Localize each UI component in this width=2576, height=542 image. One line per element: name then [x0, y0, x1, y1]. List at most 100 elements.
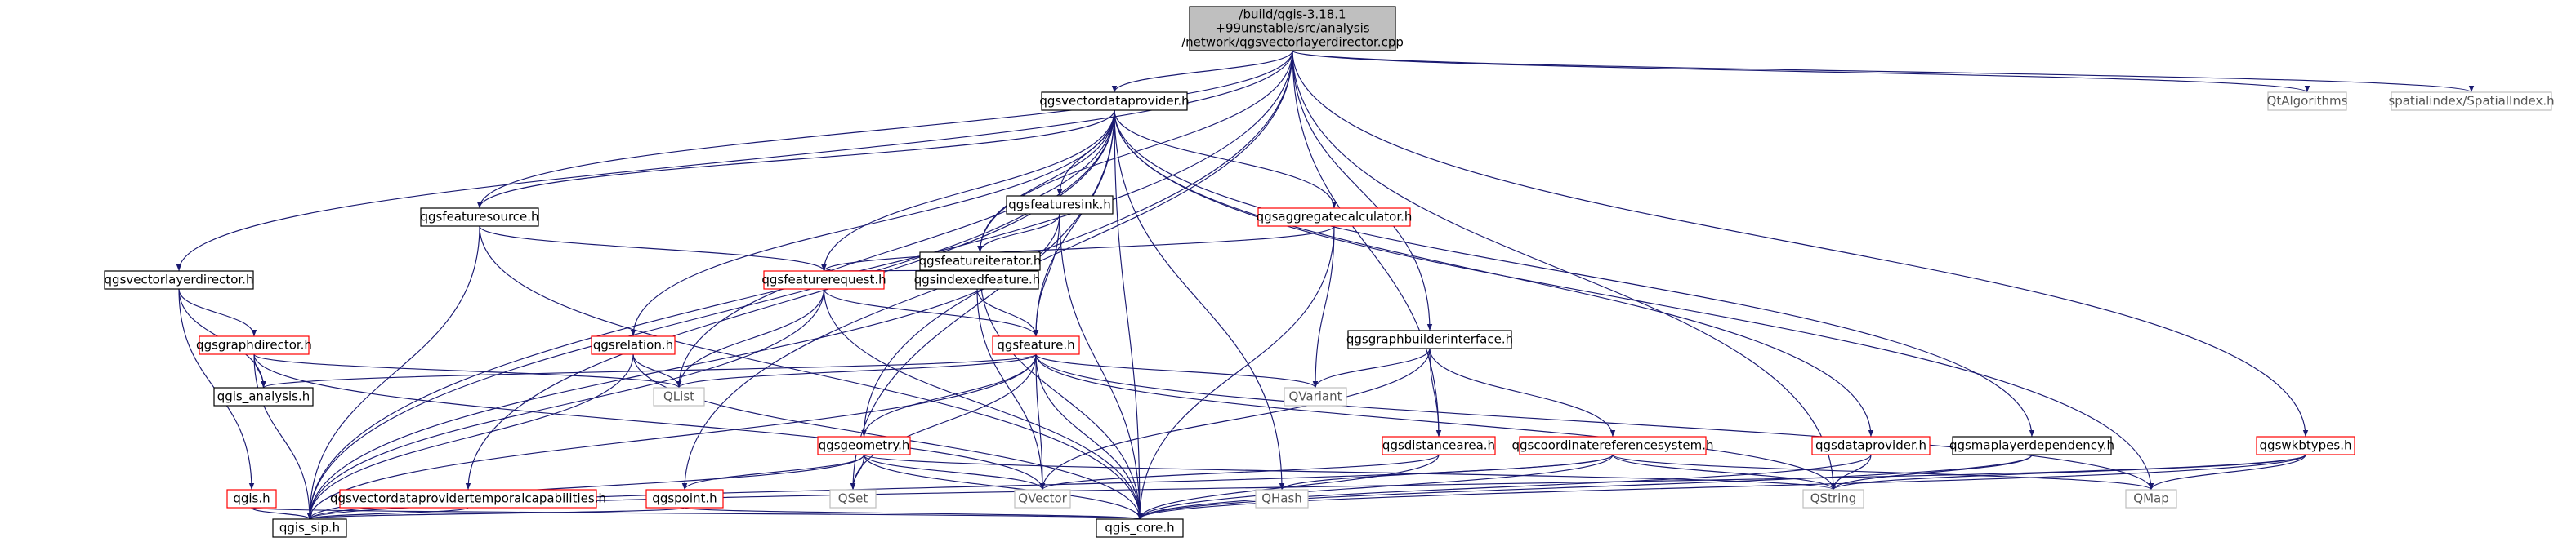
node-qgsdistancearea[interactable]: qgsdistancearea.h: [1382, 436, 1496, 455]
node-qgis_analysis[interactable]: qgis_analysis.h: [213, 387, 314, 406]
edge-qgsfeaturerequest-to-qgis_core: [823, 288, 1143, 520]
node-qgsfeatureiterator[interactable]: qgsfeatureiterator.h: [919, 251, 1042, 271]
edge-qgsfeature-to-qlist: [676, 353, 1037, 389]
node-qgsfeature[interactable]: qgsfeature.h: [992, 335, 1080, 355]
node-label: qgsfeaturesource.h: [420, 210, 538, 224]
node-label: qgsfeaturesink.h: [1008, 198, 1110, 212]
node-box: [2256, 436, 2355, 455]
node-box: [1811, 436, 1931, 455]
node-qgsgraphbuilderinterface[interactable]: qgsgraphbuilderinterface.h: [1346, 330, 1513, 349]
node-qgis_core[interactable]: qgis_core.h: [1096, 518, 1184, 538]
node-box: [829, 489, 877, 509]
node-qgsdataprovider[interactable]: qgsdataprovider.h: [1811, 436, 1931, 455]
node-qgsvectorlayerdirector[interactable]: qgsvectorlayerdirector.h: [104, 270, 254, 290]
edge-qgsfeature-to-qset: [850, 353, 1037, 491]
node-label: QVariant: [1288, 389, 1342, 404]
node-label: qgsdistancearea.h: [1382, 438, 1495, 453]
node-qgsmaplayerdependency[interactable]: qgsmaplayerdependency.h: [1949, 436, 2114, 455]
node-label: QList: [663, 389, 694, 404]
node-qgsvdptemporal[interactable]: qgsvectordataprovidertemporalcapabilitie…: [330, 489, 606, 509]
node-qgis_h[interactable]: qgis.h: [226, 489, 277, 509]
edge-qgsgraphdirector-to-qgis_sip: [253, 353, 313, 520]
node-box: [339, 489, 597, 509]
edge-qgsvectordataprovider-to-qgsrelation: [630, 109, 1115, 337]
node-qgsaggregatecalculator[interactable]: qgsaggregatecalculator.h: [1257, 207, 1413, 227]
node-box: [1519, 436, 1707, 455]
edge-qgsvectordataprovider-to-qgsfeature: [1033, 109, 1115, 337]
edge-root-to-qgsvectorlayerdirector: [176, 50, 1293, 272]
node-qgswkbtypes[interactable]: qgswkbtypes.h: [2256, 436, 2355, 455]
node-qstring[interactable]: QString: [1802, 489, 1864, 509]
edge-qgsvectordataprovider-to-qmap: [1114, 109, 2154, 491]
node-label: qgis.h: [233, 491, 270, 506]
edge-qgsaggregatecalculator-to-qgis_core: [1136, 225, 1335, 520]
node-qgscrs[interactable]: qgscoordinatereferencesystem.h: [1512, 436, 1714, 455]
node-qvector[interactable]: QVector: [1014, 489, 1071, 509]
edge-qgswkbtypes-to-qmap: [2148, 454, 2306, 491]
edge-qgsvectordataprovider-to-qgsaggregatecalculator: [1114, 109, 1337, 209]
edge-qgsfeaturesink-to-qgsfeatureiterator: [977, 213, 1060, 253]
node-box: [1189, 6, 1396, 51]
node-qset[interactable]: QSet: [829, 489, 877, 509]
node-qgis_sip[interactable]: qgis_sip.h: [272, 518, 347, 538]
node-qvariant[interactable]: QVariant: [1284, 387, 1347, 406]
node-qgsrelation[interactable]: qgsrelation.h: [591, 335, 676, 355]
node-box: [1284, 387, 1347, 406]
node-qgsfeaturesource[interactable]: qgsfeaturesource.h: [420, 207, 539, 227]
node-qmap[interactable]: QMap: [2125, 489, 2177, 509]
node-qhash[interactable]: QHash: [1255, 489, 1309, 509]
node-label: qgsgraphbuilderinterface.h: [1346, 332, 1513, 347]
edge-qgsgraphbuilderinterface-to-qvector: [1039, 348, 1431, 491]
edge-qgsgeometry-to-qgis_core: [863, 454, 1143, 520]
node-label: qgis_sip.h: [279, 521, 340, 536]
node-label: QHash: [1261, 491, 1302, 506]
node-box: [763, 270, 885, 290]
node-label: qgsrelation.h: [593, 338, 673, 353]
edge-qgis_h-to-qgis_core: [251, 507, 1141, 520]
node-box: [1041, 91, 1188, 111]
edge-qgswkbtypes-to-qstring: [1830, 454, 2306, 491]
node-qtalgorithms[interactable]: QtAlgorithms: [2267, 91, 2348, 111]
node-qgsgraphdirector[interactable]: qgsgraphdirector.h: [196, 335, 312, 355]
edge-qgsgraphdirector-to-qvector: [253, 353, 1046, 491]
node-box: [915, 270, 1039, 290]
edge-qgsvectorlayerdirector-to-qgsgraphdirector: [178, 288, 257, 337]
node-label: /network/qgsvectorlayerdirector.cpp: [1181, 35, 1404, 50]
edge-root-to-qgsdistancearea: [1292, 50, 1442, 438]
node-qgsgeometry[interactable]: qgsgeometry.h: [817, 436, 911, 455]
node-box: [645, 489, 724, 509]
node-label: qgswkbtypes.h: [2260, 438, 2352, 453]
node-box: [1802, 489, 1864, 509]
edge-qgsindexedfeature-to-qgsfeature: [976, 288, 1039, 337]
node-label: QSet: [838, 491, 868, 506]
node-label: qgsdataprovider.h: [1815, 438, 1926, 453]
node-box: [1006, 195, 1114, 215]
edge-qgsgraphbuilderinterface-to-qvariant: [1312, 348, 1431, 389]
node-qgspoint[interactable]: qgspoint.h: [645, 489, 724, 509]
node-box: [591, 335, 676, 355]
node-label: qgsindexedfeature.h: [914, 273, 1041, 287]
edge-qgsfeaturesink-to-qgsfeature: [1033, 213, 1060, 337]
edge-qgsfeatureiterator-to-qgis_core: [979, 269, 1143, 520]
node-label: qgsaggregatecalculator.h: [1257, 210, 1413, 224]
node-qgsindexedfeature[interactable]: qgsindexedfeature.h: [914, 270, 1041, 290]
node-label: qgsfeature.h: [997, 338, 1074, 353]
edge-qgsgeometry-to-qvector: [863, 454, 1046, 491]
node-label: /build/qgis-3.18.1: [1239, 7, 1346, 22]
edge-qgsvectordataprovider-to-qgsvdptemporal: [465, 109, 1115, 491]
node-qlist[interactable]: QList: [653, 387, 705, 406]
node-label: QtAlgorithms: [2267, 94, 2348, 109]
node-qgsfeaturesink[interactable]: qgsfeaturesink.h: [1006, 195, 1114, 215]
edge-qgsvectordataprovider-to-qgsfeatureiterator: [977, 109, 1115, 253]
node-spatialindex[interactable]: spatialindex/SpatialIndex.h: [2388, 91, 2555, 111]
node-layer: /build/qgis-3.18.1+99unstable/src/analys…: [104, 6, 2555, 538]
edge-qgspoint-to-qgis_sip: [307, 507, 685, 520]
node-qgsvectordataprovider[interactable]: qgsvectordataprovider.h: [1039, 91, 1190, 111]
node-qgsfeaturerequest[interactable]: qgsfeaturerequest.h: [761, 270, 886, 290]
edge-qgsfeature-to-qvector: [1035, 353, 1046, 491]
edge-layer: [176, 50, 2474, 520]
edge-qgsvectordataprovider-to-qlist: [676, 109, 1115, 389]
node-box: [1014, 489, 1071, 509]
node-label: qgsgraphdirector.h: [196, 338, 312, 353]
